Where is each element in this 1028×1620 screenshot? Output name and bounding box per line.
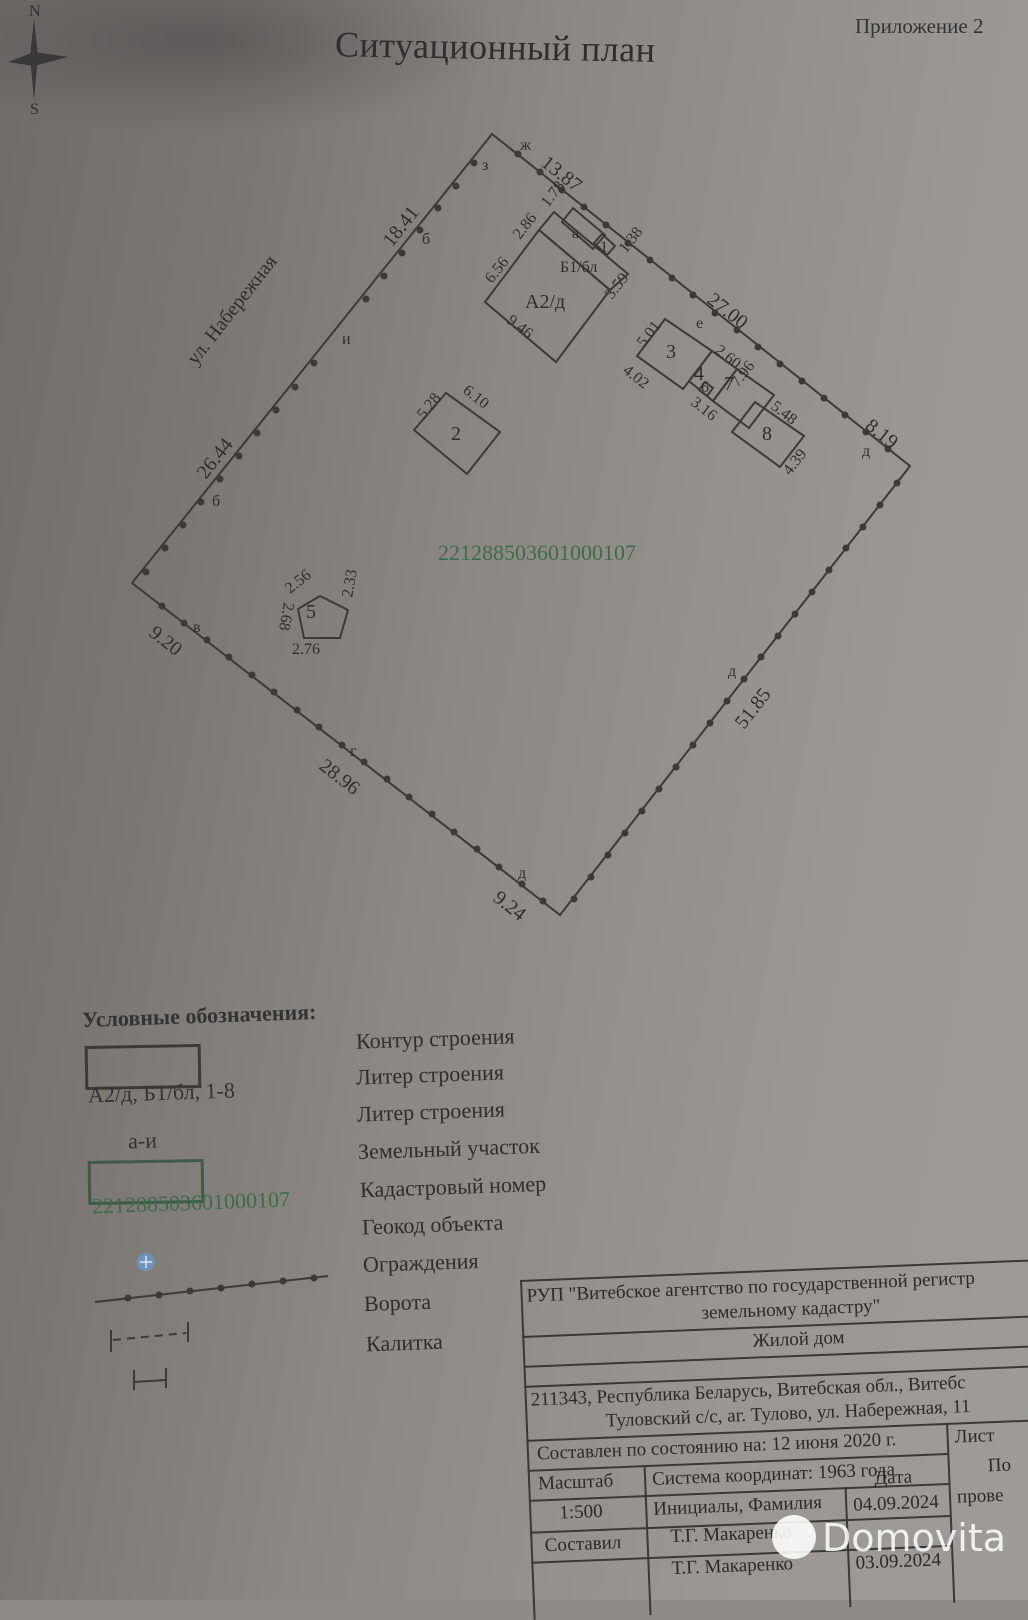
- legend-wicket-symbol: [133, 1368, 167, 1390]
- date-label: Дата: [873, 1466, 913, 1489]
- svg-text:2: 2: [451, 423, 461, 445]
- point-z: з: [482, 157, 488, 174]
- length-ne: 27.00: [703, 289, 752, 334]
- svg-text:4: 4: [694, 363, 704, 385]
- building-8: 8 5.48 4.39 3.16: [688, 394, 811, 479]
- compass-rose-icon: N S: [8, 3, 68, 118]
- legend-label-wicket: Калитка: [365, 1328, 444, 1357]
- svg-text:2.86: 2.86: [510, 210, 541, 243]
- point-d-sw: д: [518, 865, 526, 882]
- right-col-2: прове: [956, 1484, 1004, 1508]
- point-g: г: [350, 743, 357, 760]
- point-i: и: [342, 331, 351, 348]
- svg-text:а: а: [572, 225, 579, 242]
- legend-label-fence: Ограждения: [362, 1247, 479, 1278]
- org-name-line2: земельному кадастру": [701, 1295, 881, 1324]
- point-b-lower: б: [212, 493, 220, 510]
- point-zh: ж: [519, 137, 532, 154]
- building-2: 2 5.28 6.10: [412, 382, 502, 476]
- land-plot-boundary: [131, 132, 912, 917]
- date-value: 04.09.2024: [852, 1491, 940, 1516]
- watermark-text: Domovita: [822, 1516, 1007, 1560]
- point-v: в: [193, 619, 201, 636]
- legend-label-building-outline: Контур строения: [355, 1023, 515, 1054]
- svg-text:6.10: 6.10: [460, 382, 493, 413]
- state-date: Составлен по состоянию на: 12 июня 2020 …: [536, 1429, 897, 1465]
- building-6: 6: [697, 379, 715, 398]
- building-5: 5 2.56 2.33 2.76 2.68: [275, 567, 361, 658]
- legend-label-liter-2: Литер строения: [356, 1096, 506, 1127]
- compass-north: N: [29, 3, 41, 20]
- point-d-ne: д: [862, 443, 870, 460]
- building-a2d: А2/д 6.56 9.46 3.59: [482, 228, 632, 364]
- building-a: а: [560, 206, 607, 251]
- length-se: 51.85: [731, 684, 776, 733]
- legend-point-letters: а-и: [127, 1127, 158, 1154]
- legend-label-liter-1: Литер строения: [355, 1059, 505, 1090]
- legend-geocode-icon: [137, 1253, 155, 1271]
- svg-text:5.48: 5.48: [768, 398, 801, 429]
- svg-text:1.38: 1.38: [616, 224, 647, 257]
- legend-label-gate: Ворота: [363, 1288, 432, 1317]
- svg-text:6.56: 6.56: [482, 254, 513, 287]
- legend-gate-symbol: [110, 1322, 189, 1352]
- right-col-1: По: [987, 1454, 1012, 1477]
- svg-text:5: 5: [306, 601, 316, 623]
- compiled-label: Составил: [544, 1532, 622, 1557]
- appendix-label: Приложение 2: [855, 14, 984, 38]
- checked-by: Т.Г. Макаренко: [671, 1553, 794, 1580]
- svg-text:9.46: 9.46: [504, 312, 537, 343]
- photo-shadow: [0, 0, 500, 135]
- svg-text:2.56: 2.56: [282, 567, 315, 598]
- legend-fence-symbol: [94, 1274, 329, 1303]
- watermark-logo-icon: [772, 1515, 816, 1559]
- point-d-se: д: [728, 663, 736, 680]
- svg-text:2.33: 2.33: [339, 568, 361, 599]
- legend-building-liters: А2/д, Б1/бл, 1-8: [87, 1077, 236, 1108]
- svg-text:2.76: 2.76: [292, 641, 320, 658]
- length-sw-short: 9.20: [145, 622, 186, 661]
- svg-text:6: 6: [701, 379, 709, 396]
- svg-text:3: 3: [666, 341, 676, 363]
- svg-text:4.02: 4.02: [620, 362, 653, 393]
- svg-text:А2/д: А2/д: [525, 291, 565, 313]
- svg-text:5.01: 5.01: [634, 318, 665, 351]
- legend-label-geocode: Геокод объекта: [361, 1209, 504, 1240]
- scale-label: Масштаб: [537, 1470, 614, 1495]
- street-label: ул. Набережная: [183, 251, 282, 369]
- sheet-label: Лист: [954, 1425, 995, 1448]
- scale-value: 1:500: [558, 1500, 604, 1524]
- title-block: РУП "Витебское агентство по государствен…: [520, 1259, 1028, 1620]
- length-sw-end: 9.24: [489, 887, 530, 926]
- length-sw: 28.96: [315, 755, 364, 800]
- svg-text:2.68: 2.68: [275, 601, 297, 632]
- point-e: е: [696, 315, 703, 332]
- svg-text:8: 8: [762, 423, 772, 445]
- svg-text:4.39: 4.39: [780, 446, 811, 479]
- compass-south: S: [30, 101, 39, 118]
- svg-text:5.28: 5.28: [414, 390, 445, 423]
- svg-text:Б1/бл: Б1/бл: [560, 259, 597, 276]
- svg-text:7: 7: [724, 373, 734, 395]
- object-type: Жилой дом: [752, 1327, 845, 1352]
- point-b-upper: б: [422, 231, 430, 248]
- svg-text:1: 1: [600, 239, 608, 256]
- plot-cadastral-number: 221288503601000107: [438, 540, 636, 565]
